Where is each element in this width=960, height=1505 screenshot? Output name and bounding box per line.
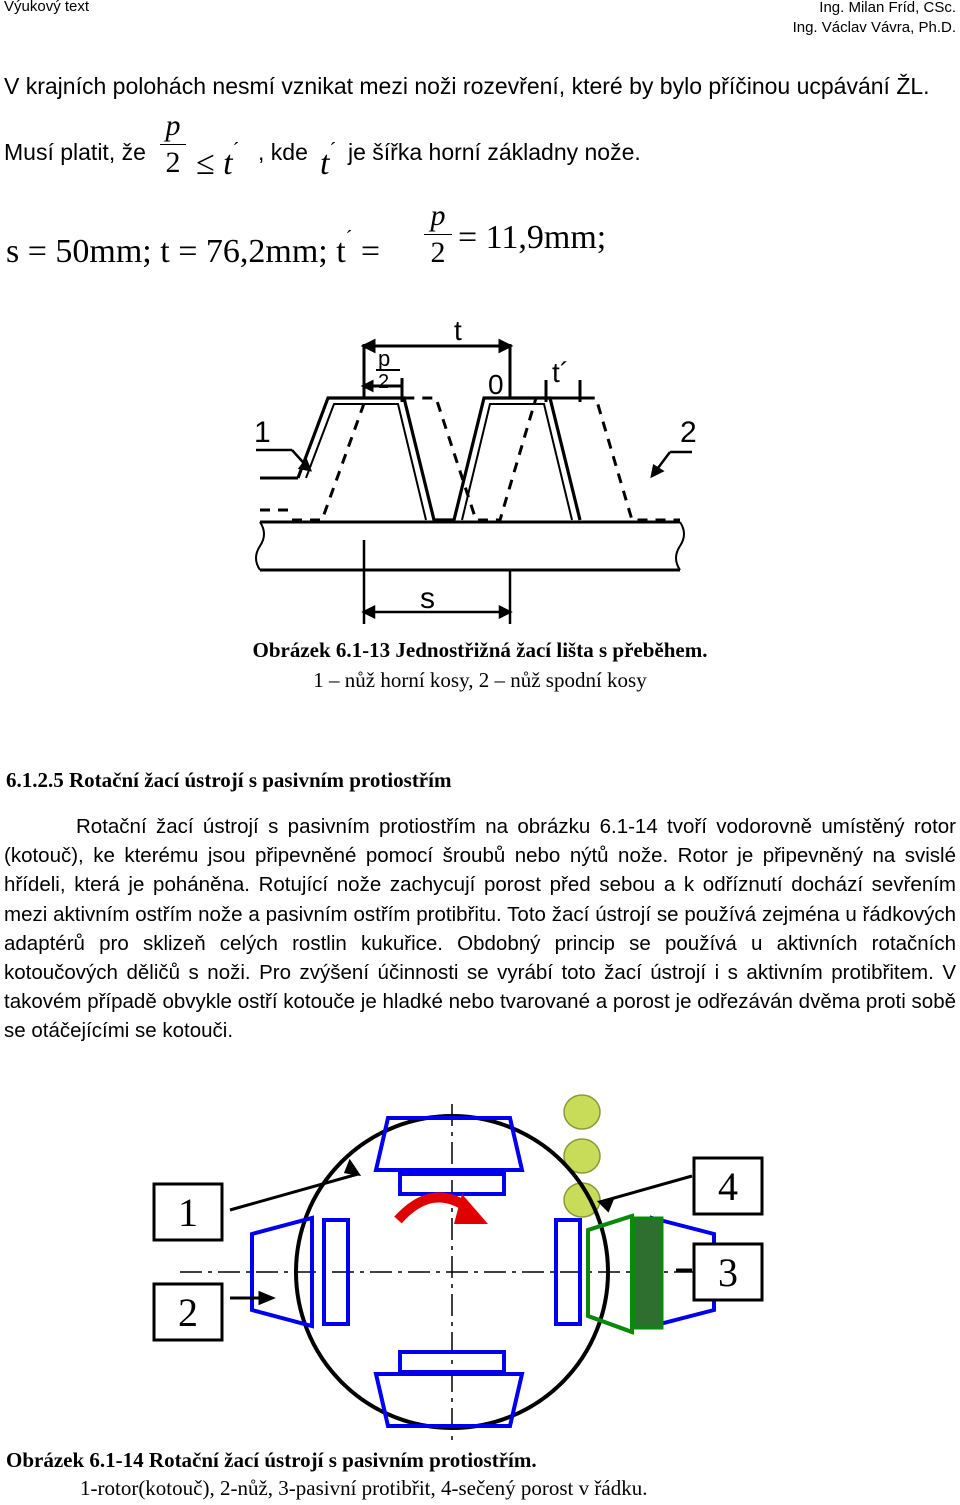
fraction-denominator: 2 [165, 146, 181, 179]
relation-symbol: ≤ [196, 145, 215, 182]
knife-bar-diagram: t p 2 0 t´ 1 2 s [254, 315, 697, 624]
equation-fraction: p 2 [424, 200, 452, 269]
header-left: Výukový text [4, 0, 90, 15]
plant-2 [563, 1138, 601, 1174]
condition-relation: ≤ t´ [196, 130, 239, 184]
equation-text-1: s = 50mm; t = 76,2mm; t [6, 233, 346, 270]
condition-fraction: p 2 [160, 110, 186, 179]
condition-mid: , kde [258, 139, 308, 165]
equation-part2: = 11,9mm; [458, 219, 607, 256]
box-3 [692, 1242, 764, 1302]
prime-mark: ´ [232, 139, 240, 161]
intro-line: V krajních polohách nesmí vznikat mezi n… [4, 73, 930, 99]
label-p-denominator: 2 [378, 371, 389, 393]
label-t-prime: t´ [552, 357, 569, 388]
equation-equals: = [360, 233, 381, 270]
eq-numerator: p [430, 199, 446, 232]
counter-blade [632, 1216, 664, 1330]
rotary-cutter-diagram: 1 2 4 3 [152, 1094, 764, 1440]
header-right: Ing. Milan Fríd, CSc. Ing. Václav Vávra,… [793, 0, 956, 38]
condition-suffix: je šířka horní základny nože. [348, 139, 641, 165]
figure2-caption-title: Obrázek 6.1-14 Rotační žací ústrojí s pa… [6, 1448, 537, 1472]
fraction-numerator: p [165, 109, 181, 142]
box-4-label: 4 [718, 1164, 738, 1209]
label-p: p [378, 346, 390, 371]
label-t: t [454, 315, 462, 346]
paragraph-text: Rotační žací ústrojí s pasivním protiost… [4, 815, 956, 1043]
box-2-label: 2 [178, 1290, 198, 1335]
t-symbol-2: t [320, 145, 330, 182]
header-author-1: Ing. Milan Fríd, CSc. [819, 0, 956, 16]
box-2 [152, 1282, 224, 1342]
equation-prime: ´ [345, 227, 353, 249]
header-author-2: Ing. Václav Vávra, Ph.D. [792, 19, 956, 36]
label-zero: 0 [488, 369, 504, 400]
condition-prefix: Musí platit, že [4, 139, 146, 165]
figure2-caption-sub: 1-rotor(kotouč), 2-nůž, 3-pasivní protib… [80, 1476, 648, 1500]
t-symbol: t [223, 145, 233, 182]
prime-mark-2: ´ [329, 139, 337, 161]
section-paragraph: Rotační žací ústrojí s pasivním protiost… [4, 812, 956, 1046]
box-4 [692, 1156, 764, 1216]
eq-fraction-bar [424, 234, 452, 235]
label-two: 2 [680, 416, 697, 449]
section-title: 6.1.2.5 Rotační žací ústrojí s pasivním … [6, 768, 452, 792]
box-1-label: 1 [178, 1190, 198, 1235]
equation-part1: s = 50mm; t = 76,2mm; t´ = [6, 218, 380, 272]
condition-t: t´ [320, 130, 336, 184]
fraction-bar [160, 144, 186, 145]
label-one: 1 [254, 416, 271, 449]
box-1 [152, 1182, 224, 1242]
label-s: s [420, 582, 435, 615]
figure1-caption-title: Obrázek 6.1-13 Jednostřižná žací lišta s… [252, 638, 708, 662]
figure1-caption-sub: 1 – nůž horní kosy, 2 – nůž spodní kosy [313, 668, 647, 692]
box-3-label: 3 [718, 1250, 738, 1295]
plant-1 [563, 1094, 601, 1130]
eq-denominator: 2 [430, 236, 446, 269]
